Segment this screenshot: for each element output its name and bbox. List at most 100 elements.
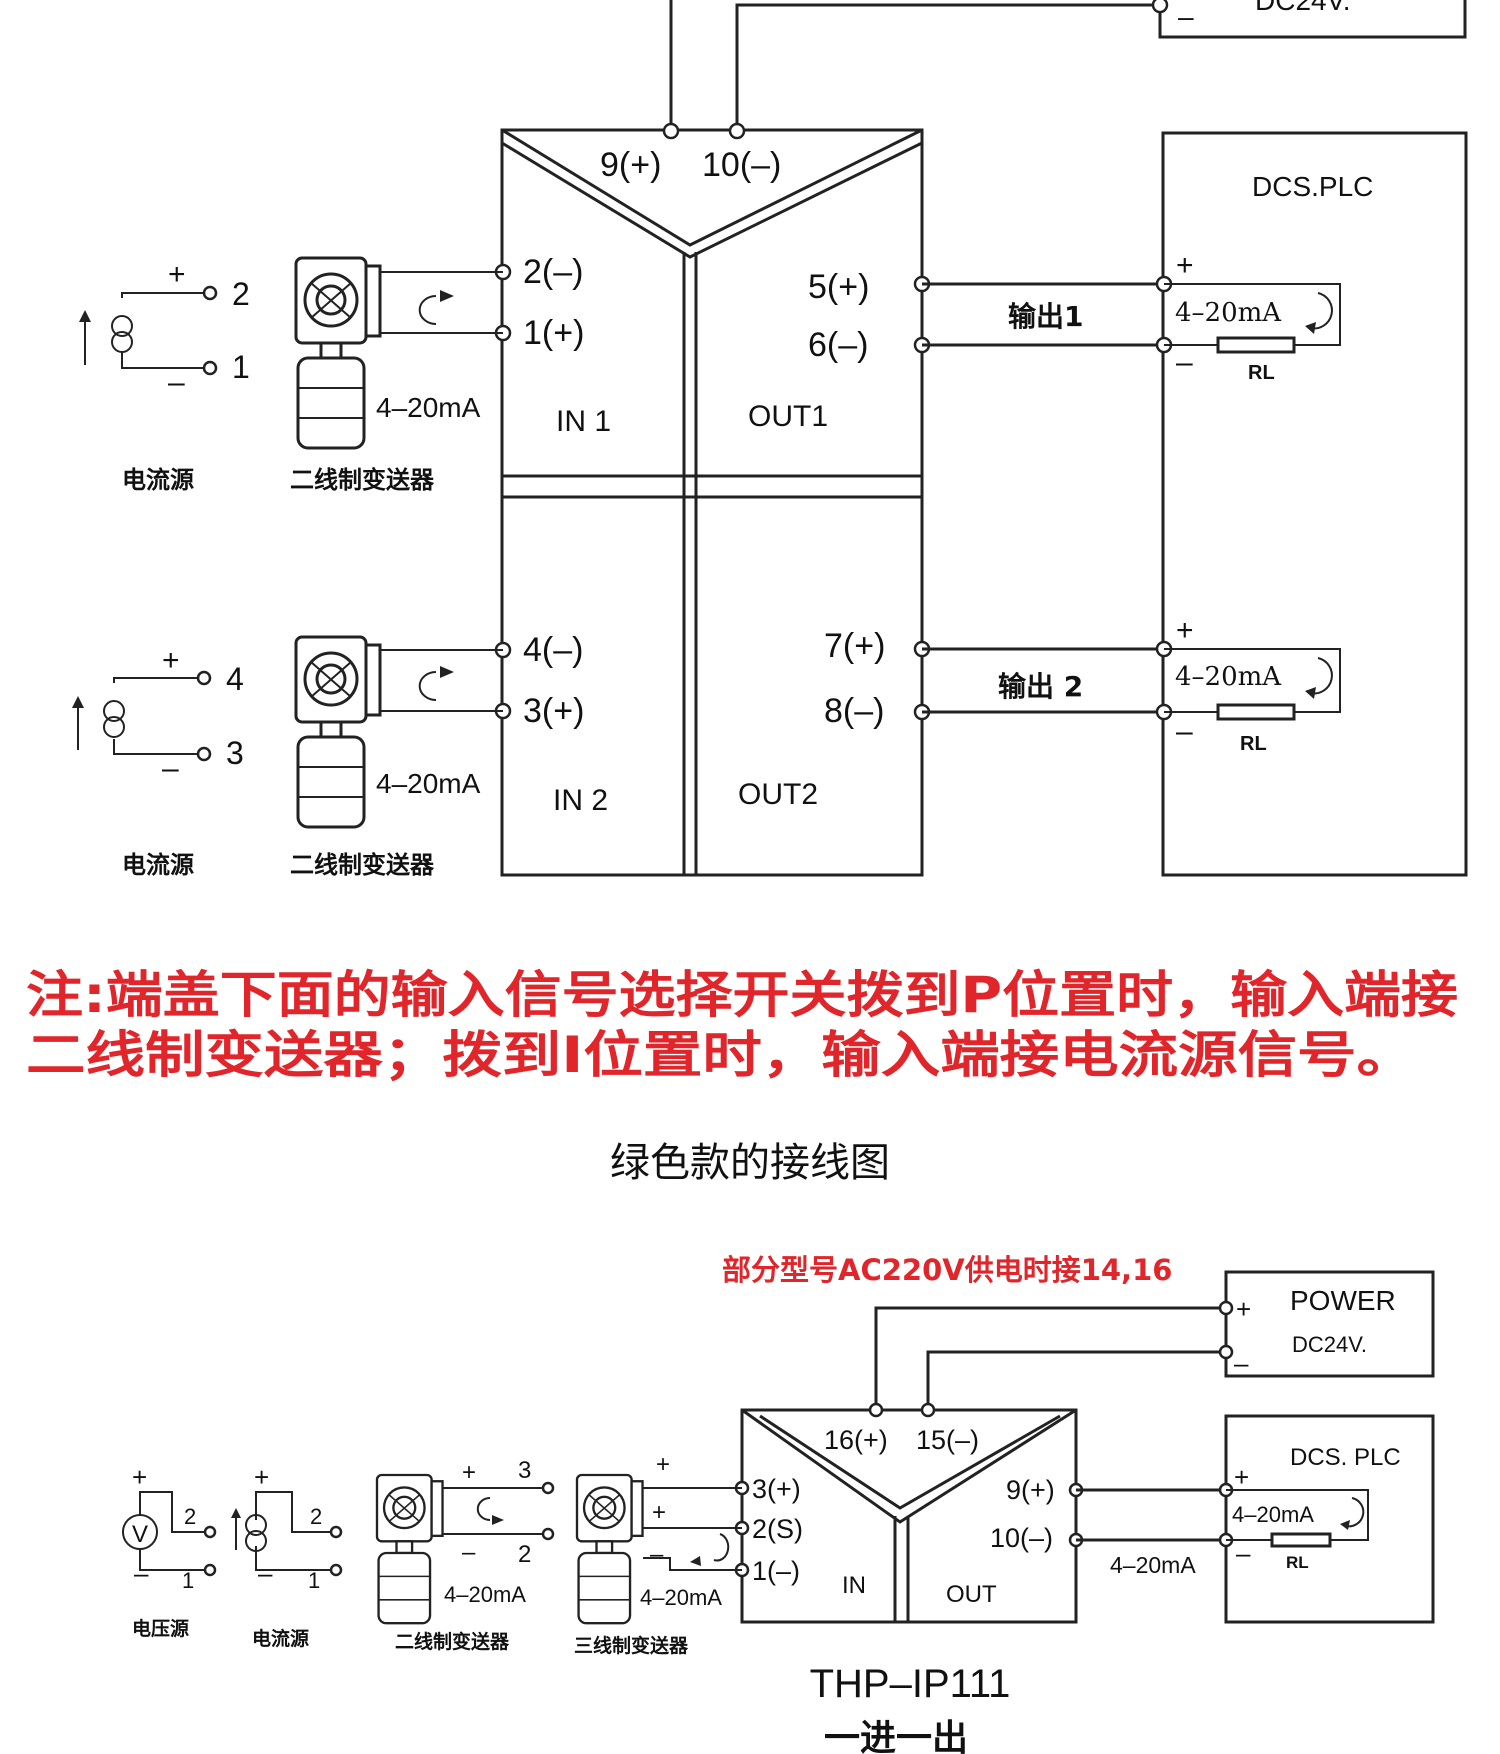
bottom-three-wire-transmitter	[575, 1473, 644, 1625]
bottom-power-plus: +	[1236, 1294, 1251, 1324]
top-src1-plus: +	[168, 258, 186, 291]
bottom-dcs-rl: RL	[1286, 1553, 1309, 1572]
bottom-tw-pin-2: 2	[518, 1541, 531, 1568]
top-dcs-label: DCS.PLC	[1252, 171, 1373, 202]
top-power-terminal	[1151, 0, 1169, 14]
top-out2-plus-sign: +	[1176, 614, 1194, 647]
bottom-diagram: 部分型号AC220V供电时接14,16 POWER DC24V. + – 16(…	[122, 1253, 1435, 1754]
bottom-cs-plus: +	[254, 1462, 269, 1492]
top-terminal-5: 5(+)	[808, 268, 869, 306]
bottom-tw-pin-3: 3	[518, 1457, 531, 1484]
top-power-minus: –	[1178, 1, 1194, 32]
bottom-terminal-1: 1(–)	[752, 1556, 800, 1586]
top-out1-label: OUT1	[748, 400, 828, 433]
bottom-voltage-symbol: V	[132, 1521, 148, 1548]
bottom-power-voltage: DC24V.	[1292, 1332, 1367, 1357]
bottom-thw-plus-2: +	[652, 1499, 666, 1526]
top-out2-rl: RL	[1240, 733, 1267, 755]
top-current-source-2: + – 4 3	[72, 644, 244, 785]
bottom-thw-minus: –	[650, 1541, 664, 1568]
bottom-terminal-16: 16(+)	[824, 1425, 888, 1455]
top-terminal-8: 8(–)	[824, 692, 884, 730]
bottom-dcs-label: DCS. PLC	[1290, 1444, 1401, 1471]
top-two-wire-caption-2: 二线制变送器	[290, 851, 435, 879]
top-src1-pin-1: 1	[232, 349, 250, 385]
top-power-label: DC24V.	[1255, 0, 1350, 16]
top-terminal-4: 4(–)	[523, 631, 583, 669]
bottom-dcs-box	[1224, 1414, 1435, 1624]
top-current-source-caption-2: 电流源	[122, 851, 194, 879]
bottom-thw-plus-1: +	[656, 1451, 670, 1478]
note-line-1: 注:端盖下面的输入信号选择开关拨到P位置时，输入端接	[26, 966, 1458, 1024]
top-transmitter-1-current: 4–20mA	[376, 392, 481, 423]
bottom-terminal-15: 15(–)	[916, 1425, 979, 1455]
top-terminal-7: 7(+)	[824, 627, 885, 665]
top-out2-minus-sign: –	[1176, 715, 1193, 748]
bottom-power-minus: –	[1234, 1348, 1249, 1378]
bottom-three-wire-current: 4–20mA	[640, 1585, 722, 1610]
top-dcs-box	[1161, 131, 1468, 877]
top-out2-current: 4–20mA	[1175, 662, 1282, 692]
bottom-power-box	[1224, 1270, 1435, 1378]
bottom-cs-minus: –	[258, 1558, 273, 1588]
bottom-tw-plus: +	[462, 1459, 476, 1486]
top-in1-label: IN 1	[556, 405, 611, 438]
top-src1-minus: –	[168, 366, 185, 399]
bottom-power-title: POWER	[1290, 1285, 1396, 1316]
bottom-in-label: IN	[842, 1572, 866, 1599]
bottom-cs-pin-1: 1	[308, 1568, 320, 1593]
bottom-subtitle: 一进一出	[824, 1718, 968, 1754]
top-two-wire-caption-1: 二线制变送器	[290, 466, 435, 494]
top-src2-pin-4: 4	[226, 661, 244, 697]
top-src2-minus: –	[162, 752, 179, 785]
top-current-source-caption-1: 电流源	[122, 466, 194, 494]
top-src2-pin-3: 3	[226, 735, 244, 771]
top-terminal-6: 6(–)	[808, 326, 868, 364]
top-transmitter-2-current: 4–20mA	[376, 768, 481, 799]
bottom-terminal-10: 10(–)	[990, 1523, 1053, 1553]
bottom-vs-pin-2: 2	[184, 1504, 196, 1529]
top-output1-label: 输出1	[1008, 300, 1083, 333]
top-power-box	[1158, 0, 1467, 39]
top-current-source-1: + – 2 1	[79, 258, 250, 399]
top-diagram: DC24V. – 9(+) 10(–) 2(–) 1(+) IN 1 5(+) …	[72, 0, 1468, 879]
top-out2-label: OUT2	[738, 778, 818, 811]
bottom-voltage-source: V + – 2 1	[122, 1462, 217, 1593]
bottom-three-wire-caption: 三线制变送器	[574, 1634, 689, 1657]
top-out1-minus-sign: –	[1176, 346, 1193, 379]
top-terminal-9: 9(+)	[600, 146, 661, 184]
top-src1-pin-2: 2	[232, 276, 250, 312]
bottom-two-wire-transmitter	[375, 1473, 444, 1625]
top-output2-label: 输出 2	[998, 670, 1083, 703]
top-terminal-10: 10(–)	[702, 146, 781, 184]
top-out1-plus-sign: +	[1176, 249, 1194, 282]
green-section-title: 绿色款的接线图	[610, 1141, 890, 1185]
bottom-terminal-3: 3(+)	[752, 1474, 801, 1504]
top-terminal-3: 3(+)	[523, 692, 584, 730]
bottom-terminal-2: 2(S)	[752, 1514, 803, 1544]
top-out1-current: 4–20mA	[1175, 298, 1282, 328]
top-transmitter-1	[294, 256, 382, 450]
bottom-dcs-minus: –	[1236, 1538, 1251, 1568]
bottom-dcs-current: 4–20mA	[1232, 1502, 1314, 1527]
bottom-current-source-caption: 电流源	[252, 1627, 309, 1650]
top-wire-power-minus	[735, 3, 1160, 131]
top-transmitter-2	[294, 635, 382, 829]
bottom-out-label: OUT	[946, 1581, 997, 1608]
top-in2-label: IN 2	[553, 784, 608, 817]
bottom-vs-plus: +	[132, 1462, 147, 1492]
top-module	[500, 128, 924, 877]
bottom-vs-minus: –	[134, 1558, 149, 1588]
bottom-tw-minus: –	[462, 1539, 476, 1566]
top-terminal-2: 2(–)	[523, 253, 583, 291]
bottom-model: THP–IP111	[810, 1662, 1011, 1706]
top-terminal-1: 1(+)	[523, 314, 584, 352]
bottom-terminal-9: 9(+)	[1006, 1475, 1055, 1505]
note-line-2: 二线制变送器；拨到I位置时，输入端接电流源信号。	[26, 1026, 1416, 1084]
bottom-two-wire-caption: 二线制变送器	[395, 1630, 510, 1653]
bottom-cs-pin-2: 2	[310, 1504, 322, 1529]
bottom-ac-note: 部分型号AC220V供电时接14,16	[722, 1253, 1172, 1287]
bottom-line-current: 4–20mA	[1110, 1552, 1196, 1578]
bottom-vs-pin-1: 1	[182, 1568, 194, 1593]
